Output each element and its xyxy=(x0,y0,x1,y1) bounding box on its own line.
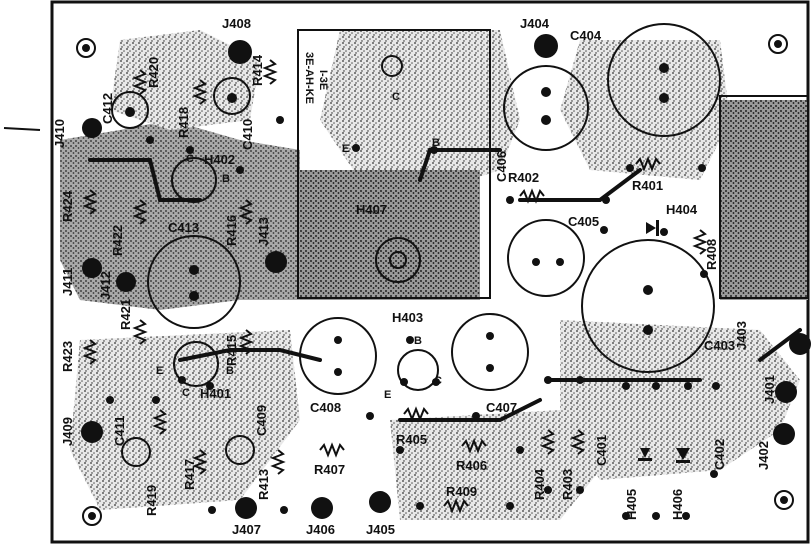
pin-h403-e: E xyxy=(384,389,391,401)
label-H407: H407 xyxy=(356,202,387,217)
label-R418: R418 xyxy=(176,107,191,138)
label-J406: J406 xyxy=(306,522,335,537)
module-part-text: 3E-AH-KE xyxy=(303,52,315,104)
label-R422: R422 xyxy=(110,225,125,256)
label-C411: C411 xyxy=(112,416,127,446)
label-J412: J412 xyxy=(98,271,113,300)
label-R406: R406 xyxy=(456,458,487,473)
label-C409: C409 xyxy=(254,405,269,436)
pin-labels: E B C C B E B C E B C xyxy=(156,91,442,401)
pin-h403-c: C xyxy=(434,375,442,387)
solder-pads xyxy=(106,63,720,520)
pin-h401-e: E xyxy=(156,365,163,377)
label-J401: J401 xyxy=(762,375,777,404)
label-R409: R409 xyxy=(446,484,477,499)
label-R415: R415 xyxy=(224,335,239,366)
label-R404: R404 xyxy=(532,468,547,500)
component-labels: J410 C412 R420 R418 J408 R414 C410 H402 … xyxy=(52,16,777,537)
pin-c-left: C xyxy=(392,91,400,103)
traces xyxy=(88,148,802,422)
label-R401: R401 xyxy=(632,178,663,193)
label-J413: J413 xyxy=(256,217,271,246)
label-C412: C412 xyxy=(100,93,115,124)
label-R408: R408 xyxy=(704,239,719,270)
label-R420: R420 xyxy=(146,57,161,88)
label-J408: J408 xyxy=(222,16,251,31)
pin-b-left: B xyxy=(432,137,440,149)
resistors xyxy=(82,59,708,514)
label-C405: C405 xyxy=(568,214,599,229)
label-H402: H402 xyxy=(204,152,235,167)
label-H406: H406 xyxy=(670,489,685,520)
label-R413: R413 xyxy=(256,469,271,500)
label-R421: R421 xyxy=(118,299,133,330)
label-R402: R402 xyxy=(508,170,539,185)
label-C403: C403 xyxy=(704,338,735,353)
pin-h401-c: C xyxy=(182,387,190,399)
label-H401: H401 xyxy=(200,386,231,401)
label-C401: C401 xyxy=(594,435,609,466)
label-R419: R419 xyxy=(144,485,159,516)
label-H405: H405 xyxy=(624,489,639,520)
label-R423: R423 xyxy=(60,341,75,372)
pin-h402-c: C xyxy=(186,153,194,165)
diodes xyxy=(638,220,690,463)
jack-pads xyxy=(81,34,811,519)
pin-e-left: E xyxy=(342,143,349,155)
label-R424: R424 xyxy=(60,190,75,222)
pin-h402-b: B xyxy=(222,173,230,185)
label-C402: C402 xyxy=(712,439,727,470)
label-R414: R414 xyxy=(250,54,265,86)
label-J407: J407 xyxy=(232,522,261,537)
mounting-holes xyxy=(76,34,794,526)
label-J404: J404 xyxy=(520,16,550,31)
label-R403: R403 xyxy=(560,469,575,500)
pin-h403-b: B xyxy=(414,335,422,347)
label-H404: H404 xyxy=(666,202,698,217)
label-C404: C404 xyxy=(570,28,602,43)
label-C410: C410 xyxy=(240,119,255,150)
label-J409: J409 xyxy=(60,417,75,446)
pointer-mark xyxy=(3,127,41,131)
label-C407: C407 xyxy=(486,400,517,415)
label-J405: J405 xyxy=(366,522,395,537)
label-J403: J403 xyxy=(734,321,749,350)
label-R405: R405 xyxy=(396,432,427,447)
label-J402: J402 xyxy=(756,441,771,470)
label-C413: C413 xyxy=(168,220,199,235)
capacitor-outlines xyxy=(111,23,721,467)
module-h407-outline xyxy=(297,29,491,299)
label-J411: J411 xyxy=(60,268,75,296)
label-J410: J410 xyxy=(52,119,67,148)
label-C406: C406 xyxy=(494,151,509,182)
label-R407: R407 xyxy=(314,462,345,477)
module-right-outline xyxy=(719,95,809,299)
label-R416: R416 xyxy=(224,215,239,246)
label-H403: H403 xyxy=(392,310,423,325)
label-R417: R417 xyxy=(182,459,197,490)
module-rev-text: I-3E xyxy=(317,70,329,90)
pin-h401-b: B xyxy=(226,365,234,377)
label-C408: C408 xyxy=(310,400,341,415)
